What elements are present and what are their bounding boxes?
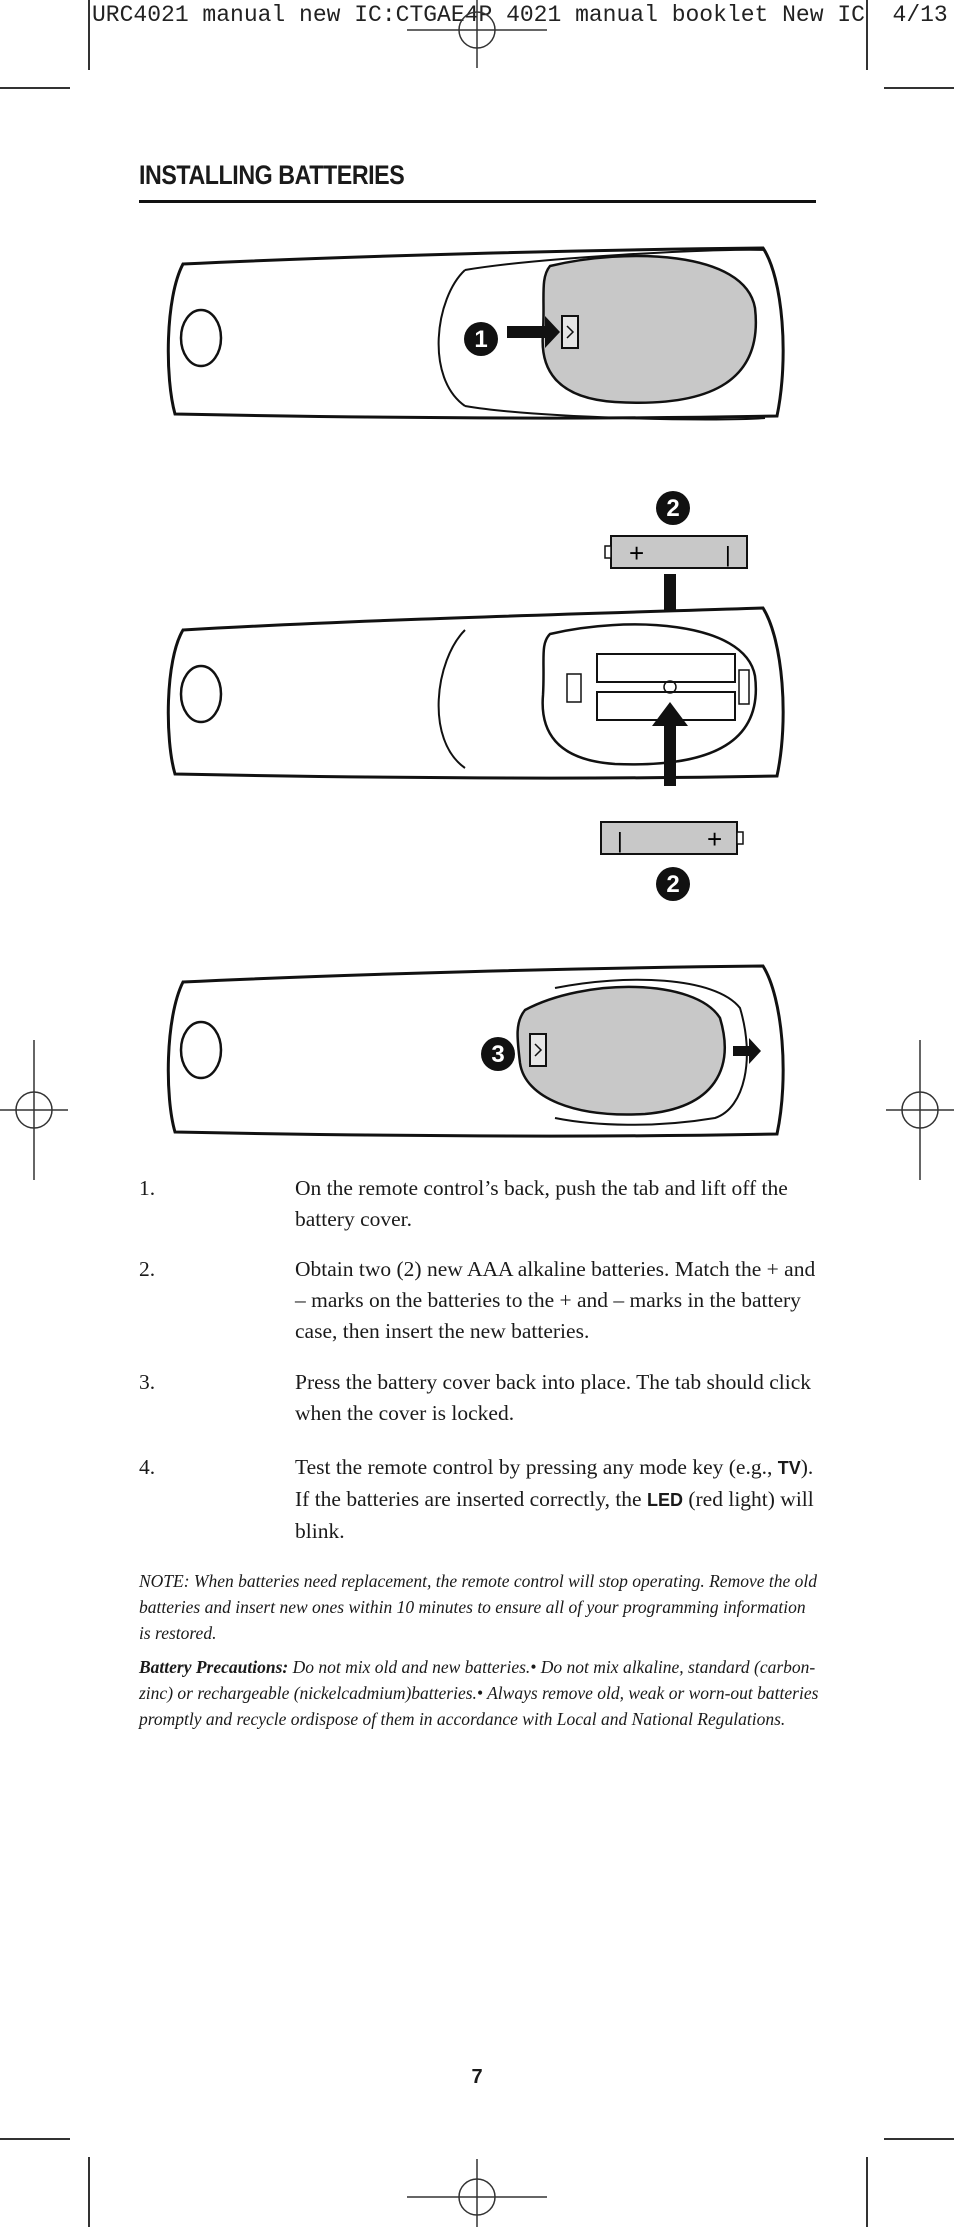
- step-text: Obtain two (2) new AAA alkaline batterie…: [295, 1257, 816, 1343]
- step2-badge-bottom: 2: [666, 871, 679, 898]
- figure-remove-cover: 1: [166, 246, 785, 421]
- registration-mark-bottom: [407, 2159, 547, 2227]
- registration-mark-top: [407, 0, 547, 68]
- step-number: 4.: [139, 1455, 156, 1479]
- precautions-label: Battery Precautions:: [139, 1657, 289, 1677]
- step1-badge: 1: [474, 326, 487, 353]
- tv-key-label: TV: [777, 1458, 801, 1478]
- battery-bottom: [600, 821, 738, 855]
- led-label: LED: [646, 1490, 683, 1510]
- svg-text:|: |: [617, 828, 623, 853]
- page-number: 7: [471, 2066, 483, 2088]
- battery-cover-closing: [516, 985, 726, 1116]
- remote-end-button: [179, 308, 223, 368]
- step-3: 3. Press the battery cover back into pla…: [139, 1367, 819, 1431]
- cover-tab: [561, 315, 579, 349]
- step-number: 2.: [139, 1257, 156, 1281]
- title-rule: [139, 200, 816, 203]
- step-text: Test the remote control by pressing any …: [295, 1455, 814, 1543]
- registration-mark-right: [886, 1040, 954, 1180]
- step-1: 1. On the remote control’s back, push th…: [139, 1173, 819, 1237]
- step-text: On the remote control’s back, push the t…: [295, 1176, 788, 1231]
- svg-text:|: |: [725, 542, 731, 567]
- step3-badge: 3: [491, 1041, 504, 1068]
- svg-text:+: +: [707, 824, 722, 854]
- step-number: 1.: [139, 1176, 156, 1200]
- battery-top: [610, 535, 748, 569]
- figure-insert-batteries: 2 + | | + 2: [166, 491, 785, 901]
- battery-precautions: Battery Precautions: Do not mix old and …: [139, 1654, 819, 1732]
- precautions-text: Do not mix old and new batteries.• Do no…: [139, 1657, 819, 1729]
- figure-replace-cover: 3: [166, 964, 785, 1138]
- step-number: 3.: [139, 1370, 156, 1394]
- step-text: Press the battery cover back into place.…: [295, 1370, 812, 1425]
- note: NOTE: When batteries need replacement, t…: [139, 1571, 817, 1643]
- step-4: 4. Test the remote control by pressing a…: [139, 1452, 819, 1547]
- step-2: 2. Obtain two (2) new AAA alkaline batte…: [139, 1254, 819, 1349]
- push-arrow: [507, 316, 560, 348]
- registration-mark-left: [0, 1040, 68, 1180]
- svg-text:+: +: [629, 538, 644, 568]
- section-title: INSTALLING BATTERIES: [139, 160, 405, 190]
- print-header: URC4021 manual new IC:CTGAE4P 4021 manua…: [92, 2, 948, 28]
- latch-arrow: [733, 1038, 761, 1064]
- step2-badge-top: 2: [666, 495, 679, 522]
